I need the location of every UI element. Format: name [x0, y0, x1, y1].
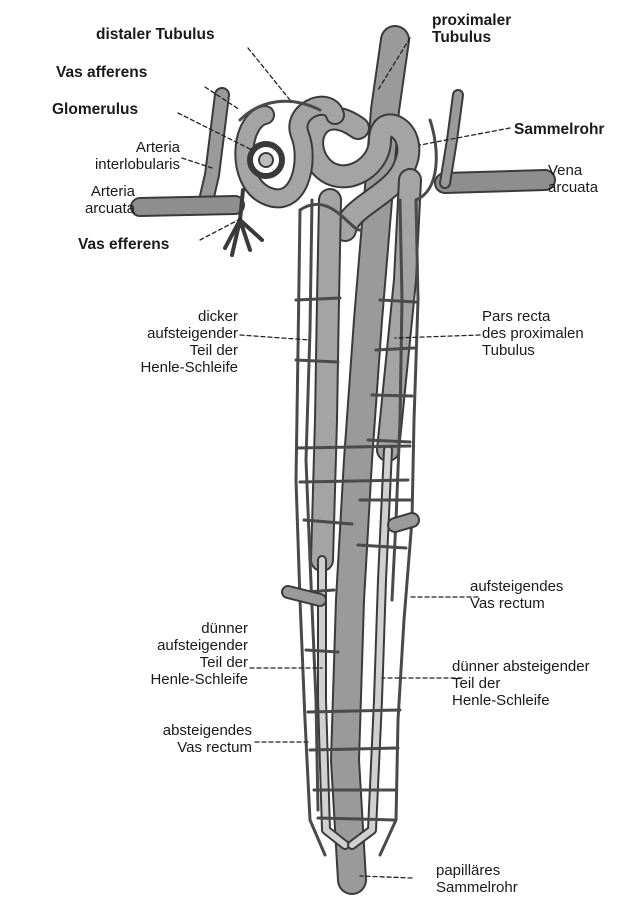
- label-duenner-absteigender: dünner absteigender Teil der Henle-Schle…: [452, 658, 590, 709]
- label-pars-recta: Pars recta des proximalen Tubulus: [482, 308, 584, 359]
- label-arteria-interlobularis: Arteria interlobularis: [10, 139, 180, 173]
- label-distaler-tubulus: distaler Tubulus: [96, 26, 215, 43]
- label-proximaler-tubulus: proximaler Tubulus: [432, 12, 511, 46]
- label-glomerulus: Glomerulus: [52, 101, 138, 118]
- label-vas-efferens: Vas efferens: [78, 236, 169, 253]
- label-vena-arcuata: Vena arcuata: [548, 162, 598, 196]
- label-papillaeres-sammelrohr: papilläres Sammelrohr: [436, 862, 518, 896]
- label-absteigendes-vas-rectum: absteigendes Vas rectum: [100, 722, 252, 756]
- label-dicker-aufsteigender: dicker aufsteigender Teil der Henle-Schl…: [80, 308, 238, 376]
- label-arteria-arcuata: Arteria arcuata: [30, 183, 135, 217]
- label-sammelrohr: Sammelrohr: [514, 121, 604, 138]
- label-duenner-aufsteigender: dünner aufsteigender Teil der Henle-Schl…: [90, 620, 248, 688]
- label-aufsteigendes-vas-rectum: aufsteigendes Vas rectum: [470, 578, 563, 612]
- label-vas-afferens: Vas afferens: [56, 64, 147, 81]
